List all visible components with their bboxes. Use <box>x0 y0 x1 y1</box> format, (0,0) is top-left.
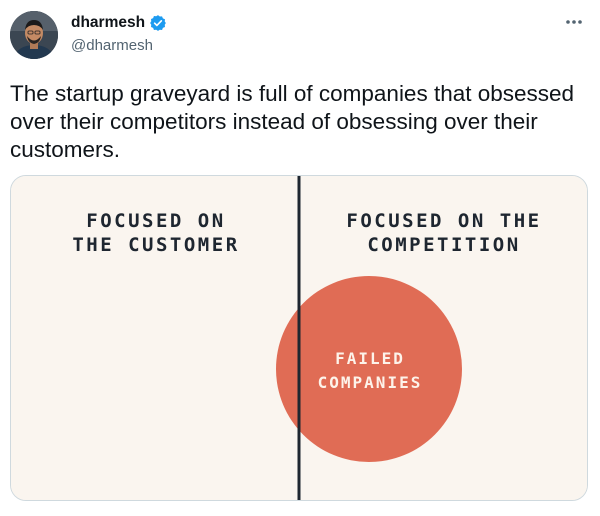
author-display-name[interactable]: dharmesh <box>71 14 146 31</box>
author-name-row: dharmesh <box>71 14 167 32</box>
circle-label-line1: FAILED <box>335 349 405 368</box>
media-illustration: FOCUSED ON THE CUSTOMER FOCUSED ON THE C… <box>11 176 587 500</box>
tweet-media-card[interactable]: FOCUSED ON THE CUSTOMER FOCUSED ON THE C… <box>10 175 588 501</box>
avatar-image <box>10 11 58 59</box>
right-label-line1: FOCUSED ON THE <box>346 210 541 232</box>
left-label-line1: FOCUSED ON <box>86 210 225 232</box>
failed-companies-circle <box>276 276 462 462</box>
tweet-text: The startup graveyard is full of compani… <box>10 81 575 162</box>
right-label-line2: COMPETITION <box>367 234 520 256</box>
avatar[interactable] <box>10 11 58 59</box>
more-horizontal-icon[interactable] <box>562 12 586 32</box>
author-handle[interactable]: @dharmesh <box>71 37 153 54</box>
circle-label-line2: COMPANIES <box>318 373 423 392</box>
left-label-line2: THE CUSTOMER <box>72 234 239 256</box>
verified-badge-icon <box>149 14 167 32</box>
